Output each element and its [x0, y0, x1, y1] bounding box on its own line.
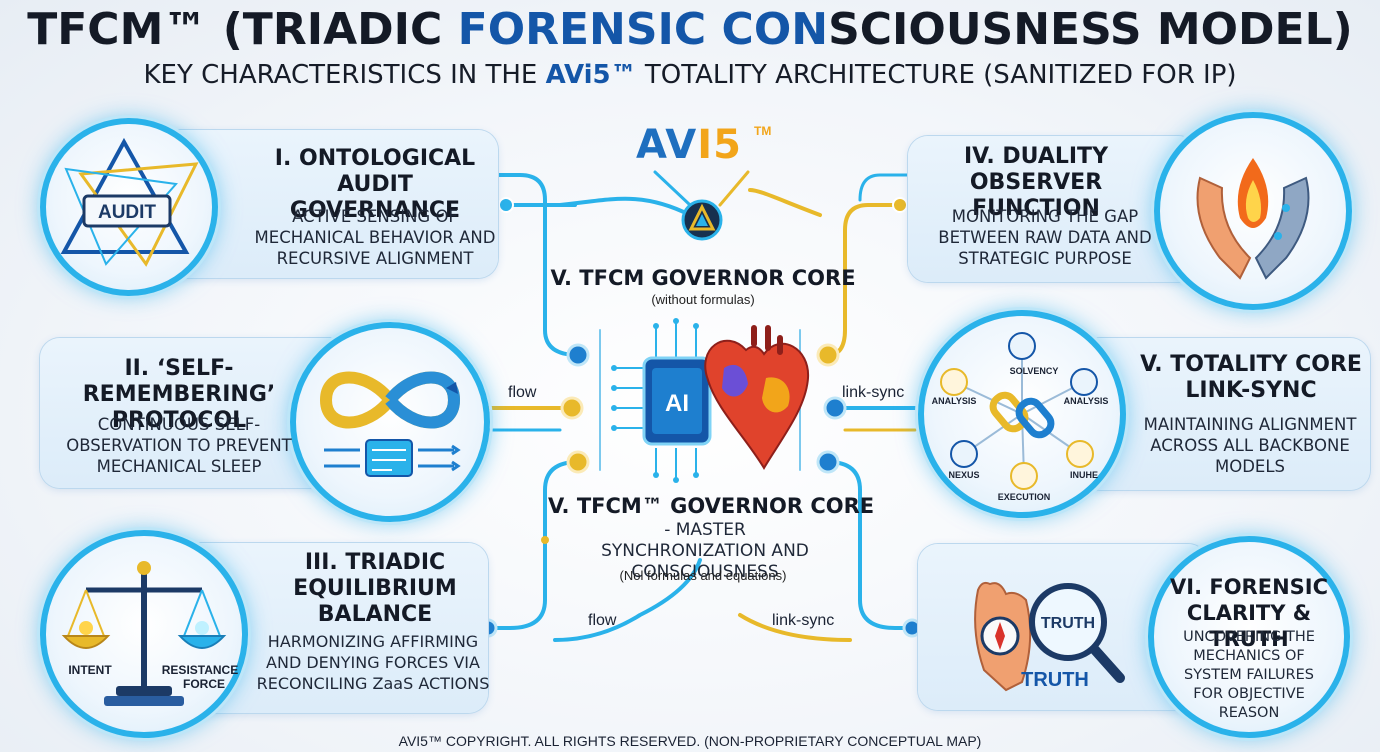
avi5-logo: AVI5: [636, 122, 742, 168]
lens-truth-label: TRUTH: [1041, 615, 1095, 632]
section-4-circle: [1154, 112, 1352, 310]
node-analysis-left-label: ANALYSIS: [932, 396, 977, 406]
section-6-title: VI. FORENSIC CLARITY & TRUTH: [1170, 575, 1328, 651]
page-subtitle: KEY CHARACTERISTICS IN THE AVi5™ TOTALIT…: [0, 60, 1380, 90]
section-6-circle: VI. FORENSIC CLARITY & TRUTH UNCOVERING …: [1148, 536, 1350, 738]
section-1-body: ACTIVE SENSING OF MECHANICAL BEHAVIOR AN…: [254, 207, 496, 268]
node-inuhe-label: INUHE: [1070, 470, 1098, 480]
link-sync-network-icon: SOLVENCY ANALYSIS ANALYSIS NEXUS EXECUTI…: [932, 332, 1109, 502]
resistance-pan-label: RESISTANCE: [162, 663, 238, 677]
section-1-circle: AUDIT: [40, 118, 218, 296]
balance-scale-icon: INTENT RESISTANCE FORCE: [61, 561, 238, 706]
section-5-body: MAINTAINING ALIGNMENT ACROSS ALL BACKBON…: [1143, 415, 1357, 476]
section-4-title: IV. DUALITY OBSERVER FUNCTION: [963, 144, 1108, 221]
truth-magnifier-icon: TRUTH TRUTH: [974, 581, 1125, 692]
node-analysis-right-label: ANALYSIS: [1064, 396, 1109, 406]
flow-label-bottom: flow: [588, 612, 617, 629]
link-sync-label-right: link-sync: [842, 384, 905, 401]
title-part-1: TFCM™ (TRIADIC: [27, 4, 458, 55]
logo-part-b: I5: [697, 122, 742, 168]
core-title-secondary: V. TFCM™ GOVERNOR CORE: [548, 494, 875, 518]
subtitle-brand: AVi5™: [545, 60, 637, 90]
section-2-body: CONTINUOUS SELF-OBSERVATION TO PREVENT M…: [66, 415, 292, 476]
section-3-body: HARMONIZING AFFIRMING AND DENYING FORCES…: [256, 632, 490, 693]
audit-triangle-icon: AUDIT: [60, 137, 199, 267]
subtitle-part-1: KEY CHARACTERISTICS IN THE: [143, 60, 546, 90]
title-part-2: FORENSIC CON: [457, 4, 829, 55]
node-solvency-label: SOLVENCY: [1010, 366, 1059, 376]
truth-caption: TRUTH: [1021, 669, 1089, 691]
hands-flame-icon: [1196, 158, 1310, 280]
infinity-loop-icon: [319, 371, 461, 477]
section-1-title: I. ONTOLOGICAL AUDIT GOVERNANCE: [274, 146, 476, 223]
logo-emblem-icon: [681, 199, 723, 241]
node-execution-label: EXECUTION: [998, 492, 1051, 502]
section-3-circle: INTENT RESISTANCE FORCE: [40, 530, 248, 738]
logo-tm: TM: [754, 124, 772, 138]
section-5-title: V. TOTALITY CORE LINK-SYNC: [1140, 352, 1362, 403]
section-4-body: MONITORING THE GAP BETWEEN RAW DATA AND …: [938, 207, 1152, 268]
section-4-card: [908, 136, 1198, 282]
section-6-body: UNCOVERING THE MECHANICS OF SYSTEM FAILU…: [1183, 629, 1315, 721]
section-3-title: III. TRIADIC EQUILIBRIUM BALANCE: [293, 550, 457, 627]
page-title: TFCM™ (TRIADIC FORENSIC CONSCIOUSNESS MO…: [0, 4, 1380, 55]
link-sync-label-bottom: link-sync: [772, 612, 835, 629]
core-body-secondary: - MASTER SYNCHRONIZATION AND CONSCIOUSNE…: [601, 520, 809, 582]
section-5-card: [1080, 338, 1370, 490]
core-subtitle: (without formulas): [651, 292, 755, 307]
title-part-3: SCIOUSNESS MODEL): [828, 4, 1353, 55]
subtitle-part-3: TOTALITY ARCHITECTURE (SANITIZED FOR IP): [636, 60, 1237, 90]
logo-part-a: AV: [636, 122, 698, 168]
core-title: V. TFCM GOVERNOR CORE: [550, 266, 856, 290]
node-nexus-label: NEXUS: [948, 470, 979, 480]
force-pan-label: FORCE: [183, 677, 225, 691]
audit-stamp-label: AUDIT: [98, 202, 156, 223]
ai-heart-core-icon: AI: [611, 318, 810, 483]
section-2-title: II. ‘SELF-REMEMBERING’ PROTOCOL: [82, 356, 276, 433]
ai-chip-label: AI: [665, 390, 689, 417]
section-5-circle: SOLVENCY ANALYSIS ANALYSIS NEXUS EXECUTI…: [918, 310, 1126, 518]
core-note-secondary: (Nol formulas and equations): [619, 568, 787, 583]
section-2-circle: [290, 322, 490, 522]
intent-pan-label: INTENT: [68, 663, 112, 677]
flow-label-left: flow: [508, 384, 537, 401]
copyright-footer: AVI5™ COPYRIGHT. ALL RIGHTS RESERVED. (N…: [398, 733, 982, 749]
